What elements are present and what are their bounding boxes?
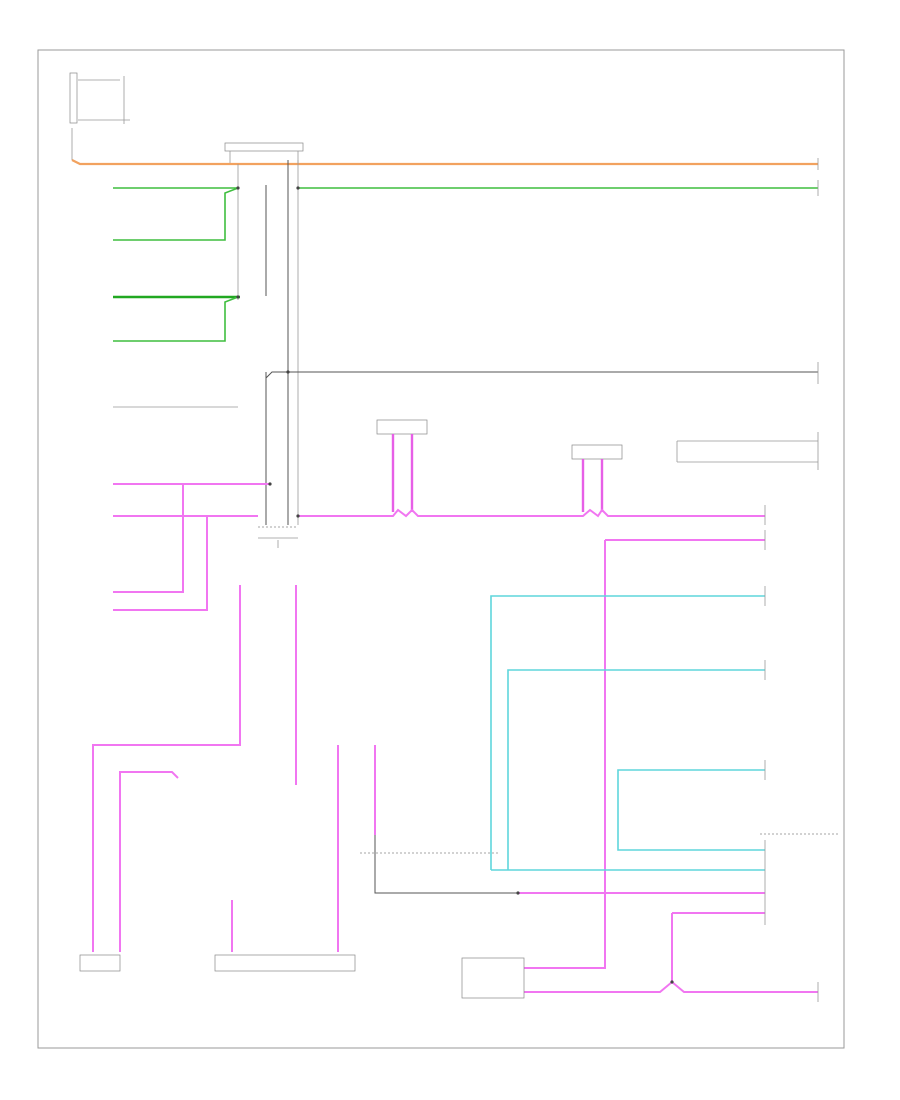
right-modules [760,505,840,1002]
cyan-wire-1 [490,595,765,870]
cyan-wire-2 [507,669,765,870]
gmlan-wire-3 [113,187,239,241]
pink-drop-1 [92,585,241,952]
module-b-body [571,444,623,460]
ground-lower [374,835,518,894]
ground-wire-1 [265,371,818,379]
gmlan-bus [113,180,819,342]
top-connector-body [224,142,304,152]
cyan-wire-3 [617,769,765,851]
ground-bus [113,362,819,408]
fuse-block-body [69,72,78,124]
pink-right-2 [523,540,606,969]
module-a-body [376,419,428,435]
bottom-modules [79,954,525,999]
connector-dots [236,186,674,984]
serial-wire-5 [113,516,208,611]
serial-data-bus [113,483,765,611]
class2-wires [490,595,765,871]
pink-right [518,539,818,993]
pink-lower-center [231,745,518,952]
bottom-module-right [461,957,525,999]
top-connector [224,142,304,164]
diagram-frame [37,49,845,1049]
bottom-module-center [214,954,356,972]
bottom-module-left [79,954,121,972]
gmlan-wire-5 [113,296,239,342]
power-bus [71,158,819,170]
splice-junction [258,526,298,548]
serial-wire-3 [298,508,765,518]
pink-right-5 [523,980,818,993]
module-a [376,419,428,512]
serial-wire-4 [113,484,184,593]
right-small-block [676,432,819,470]
pink-drop-3 [119,771,179,952]
pink-drops-left [92,585,297,952]
splice-pack [237,160,299,525]
module-b [571,444,623,512]
fuse-block [69,72,130,160]
power-wire [71,159,818,166]
